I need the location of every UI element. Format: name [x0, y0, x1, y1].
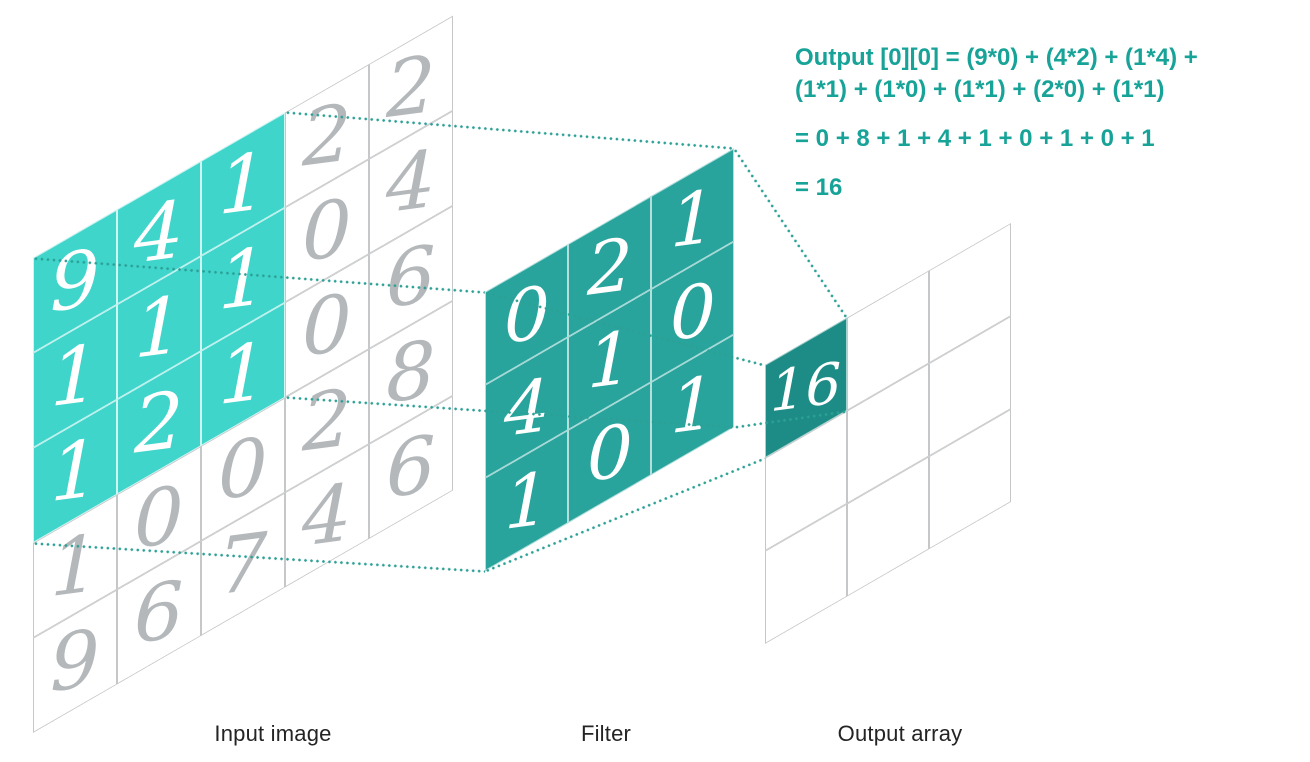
input-cell-value: 4 [302, 467, 352, 565]
equation-line-4: = 16 [795, 174, 843, 201]
equation-line-3: = 0 + 8 + 1 + 4 + 1 + 0 + 1 + 0 + 1 [795, 125, 1155, 152]
input-cell-value: 2 [134, 374, 184, 472]
input-cell-value: 7 [218, 515, 268, 613]
filter-cell-value: 1 [669, 359, 716, 450]
input-cell-value: 9 [50, 612, 100, 710]
input-cell-value: 1 [50, 327, 100, 425]
input-cell-value: 2 [302, 87, 352, 185]
input-cell-value: 6 [386, 228, 436, 326]
input-cell-value: 9 [50, 232, 100, 330]
input-image-label: Input image [214, 721, 332, 746]
input-cell-value: 1 [50, 517, 100, 615]
input-cell-value: 0 [302, 182, 352, 280]
filter-label: Filter [580, 721, 632, 746]
filter-cell-value: 1 [503, 455, 550, 546]
input-cell-value: 1 [134, 279, 184, 377]
output-grid: 16 [765, 222, 1011, 644]
equation-block: Output [0][0] = (9*0) + (4*2) + (1*4) + … [795, 42, 1310, 204]
input-cell-value: 2 [302, 372, 352, 470]
input-cell-value: 2 [386, 38, 436, 136]
input-cell-value: 6 [134, 564, 184, 662]
filter-cell-value: 0 [503, 269, 550, 360]
filter-cell-value: 2 [586, 221, 633, 312]
input-cell-value: 1 [50, 422, 100, 520]
input-cell-value: 0 [134, 469, 184, 567]
filter-cell-value: 1 [586, 314, 633, 405]
input-cell-value: 0 [218, 420, 268, 518]
filter-cell-value: 4 [503, 362, 550, 453]
filter-cell-value: 0 [669, 266, 716, 357]
input-cell-value: 1 [218, 230, 268, 328]
output-cell-value: 16 [770, 350, 842, 425]
input-cell-value: 1 [218, 135, 268, 233]
filter-cell-value: 1 [669, 173, 716, 264]
filter-cell-value: 0 [586, 407, 633, 498]
input-cell-value: 0 [302, 277, 352, 375]
input-cell-value: 4 [386, 133, 436, 231]
input-cell-value: 8 [386, 323, 436, 421]
equation-line-2: (1*1) + (1*0) + (1*1) + (2*0) + (1*1) [795, 76, 1165, 103]
input-cell-value: 4 [134, 184, 184, 282]
input-cell-value: 6 [386, 418, 436, 516]
input-cell-value: 1 [218, 325, 268, 423]
equation-line-1: Output [0][0] = (9*0) + (4*2) + (1*4) + [795, 44, 1198, 71]
output-array-label: Output array [837, 721, 963, 746]
